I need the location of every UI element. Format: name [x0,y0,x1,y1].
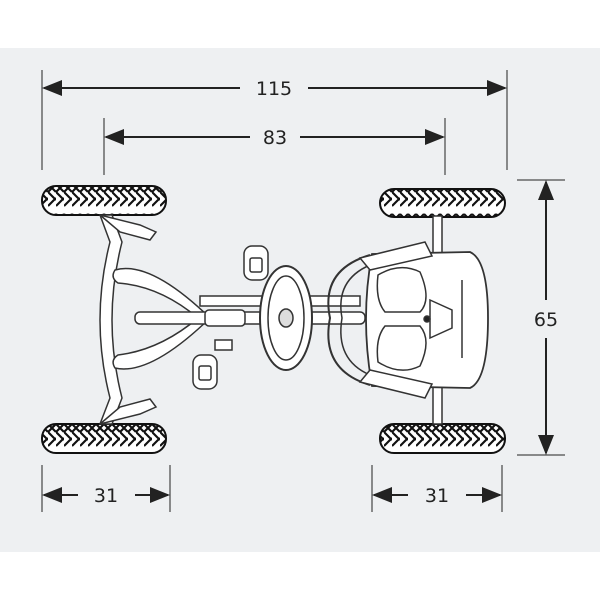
front-right-tire [41,423,167,454]
dimension-wheelbase: 83 [103,118,446,175]
dimension-width: 65 [517,179,565,456]
kart-body [98,214,489,425]
dimension-front-track: 31 [41,465,171,512]
steering-wheel [259,265,313,371]
pedal-top [243,245,269,281]
rear-right-tire [379,423,506,454]
side-strut-top [358,241,434,271]
front-left-tire [41,185,167,216]
pedal-bottom [192,339,233,390]
tires [41,185,506,454]
front-axle [98,214,123,425]
front-steering-knuckle-top [99,214,158,241]
rear-left-tire [379,188,506,218]
dimension-label-115: 115 [256,78,292,100]
roll-bar [327,254,371,386]
dimension-overall-length: 115 [41,70,508,170]
front-steering-knuckle-bottom [99,398,158,425]
crank-housing [204,309,246,327]
seat [365,251,489,389]
dimension-label-83: 83 [263,127,287,149]
side-strut-bottom [358,369,434,399]
dimension-label-31-front: 31 [94,485,118,507]
dimension-label-65: 65 [534,309,558,331]
dimension-label-31-rear: 31 [425,485,449,507]
dimension-rear-track: 31 [371,465,503,512]
